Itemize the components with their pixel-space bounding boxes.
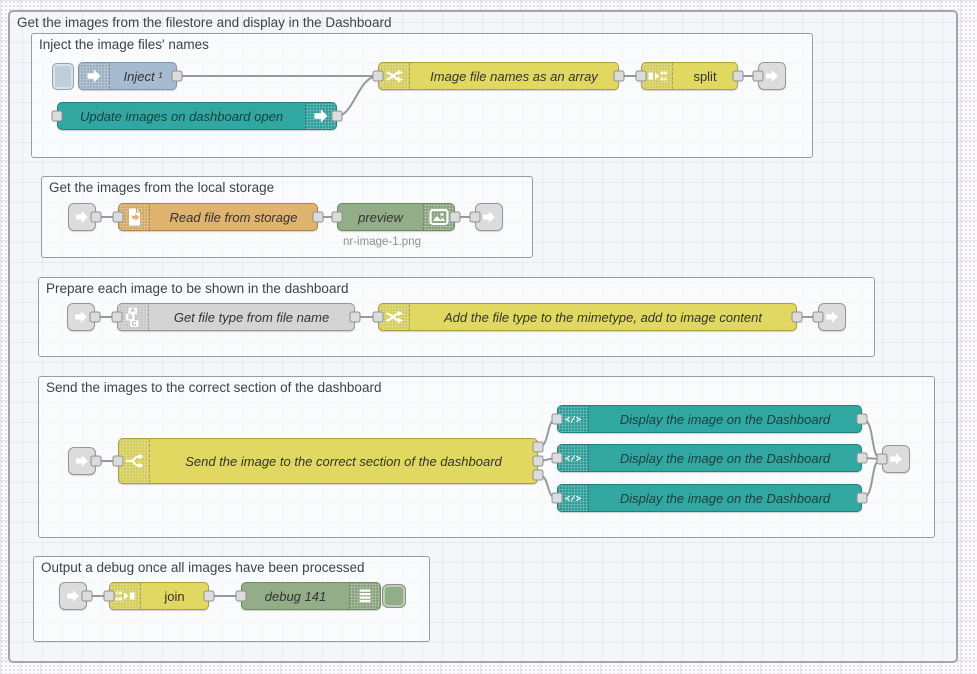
group-label: Get the images from the filestore and di… — [17, 15, 392, 30]
split-icon — [642, 63, 673, 89]
node-read-file[interactable]: Read file from storage — [118, 203, 318, 231]
node-label: Get file type from file name — [173, 309, 330, 325]
node-update-images[interactable]: Update images on dashboard open — [57, 102, 337, 130]
inject-arrow-icon — [79, 63, 110, 89]
image-preview-icon — [423, 204, 454, 230]
link-in-node[interactable] — [68, 203, 96, 231]
change-shuffle-icon — [379, 63, 410, 89]
node-inject[interactable]: Inject ¹ — [78, 62, 177, 90]
inject-trigger-button[interactable] — [52, 63, 74, 90]
node-preview[interactable]: preview — [337, 203, 455, 231]
svg-text:</>: </> — [565, 455, 581, 465]
node-label: Display the image on the Dashboard — [619, 490, 831, 506]
node-switch[interactable]: Send the image to the correct section of… — [118, 438, 538, 484]
link-out-icon — [766, 70, 778, 82]
node-label: Update images on dashboard open — [79, 108, 284, 124]
link-in-icon — [75, 311, 87, 323]
node-display-image-1[interactable]: </> Display the image on the Dashboard — [557, 405, 862, 433]
node-label: Inject ¹ — [123, 68, 163, 84]
svg-text:</>: </> — [565, 495, 581, 505]
svg-text:B: B — [128, 315, 132, 321]
svg-text:C: C — [132, 321, 137, 327]
file-icon — [119, 204, 150, 230]
link-in-icon — [76, 211, 88, 223]
node-label: Read file from storage — [169, 209, 298, 225]
node-display-image-2[interactable]: </> Display the image on the Dashboard — [557, 444, 862, 472]
link-in-icon — [67, 590, 79, 602]
link-out-node[interactable] — [475, 203, 503, 231]
group-label: Get the images from the local storage — [49, 180, 275, 195]
node-split[interactable]: split — [641, 62, 738, 90]
link-out-node[interactable] — [882, 445, 910, 473]
node-label: split — [693, 68, 717, 84]
debug-toggle-button[interactable] — [382, 584, 406, 608]
group-label: Prepare each image to be shown in the da… — [46, 281, 349, 296]
svg-text:A: A — [131, 309, 135, 315]
node-label: Send the image to the correct section of… — [185, 453, 502, 469]
node-display-image-3[interactable]: </> Display the image on the Dashboard — [557, 484, 862, 512]
node-label: Image file names as an array — [430, 68, 598, 84]
node-label: Display the image on the Dashboard — [619, 411, 831, 427]
node-debug[interactable]: debug 141 — [241, 582, 381, 610]
debug-list-icon — [349, 583, 380, 609]
link-out-icon — [483, 211, 495, 223]
svg-text:</>: </> — [565, 416, 581, 426]
template-code-icon: </> — [558, 406, 589, 432]
link-in-node[interactable] — [67, 303, 95, 331]
template-code-icon: </> — [558, 445, 589, 471]
join-icon — [110, 583, 141, 609]
group-label: Send the images to the correct section o… — [46, 380, 382, 395]
link-in-icon — [76, 455, 88, 467]
node-label: join — [164, 588, 185, 604]
switch-fork-icon — [119, 439, 150, 483]
node-join[interactable]: join — [109, 582, 209, 610]
link-out-node[interactable] — [818, 303, 846, 331]
node-label: debug 141 — [264, 588, 327, 604]
node-image-file-names[interactable]: Image file names as an array — [378, 62, 619, 90]
link-out-node[interactable] — [758, 62, 786, 90]
ui-control-arrow-icon — [305, 103, 336, 129]
link-in-node[interactable] — [68, 447, 96, 475]
node-label: Display the image on the Dashboard — [619, 450, 831, 466]
template-code-icon: </> — [558, 485, 589, 511]
node-add-mimetype[interactable]: Add the file type to the mimetype, add t… — [378, 303, 797, 331]
link-out-icon — [890, 453, 902, 465]
change-shuffle-icon — [379, 304, 410, 330]
group-inject[interactable]: Inject the image files' names — [31, 33, 813, 158]
node-status-text: nr-image-1.png — [343, 236, 421, 248]
link-in-node[interactable] — [59, 582, 87, 610]
node-label: Add the file type to the mimetype, add t… — [444, 309, 762, 325]
node-label: preview — [358, 209, 403, 225]
group-label: Output a debug once all images have been… — [41, 560, 365, 575]
link-out-icon — [826, 311, 838, 323]
group-label: Inject the image files' names — [39, 37, 209, 52]
